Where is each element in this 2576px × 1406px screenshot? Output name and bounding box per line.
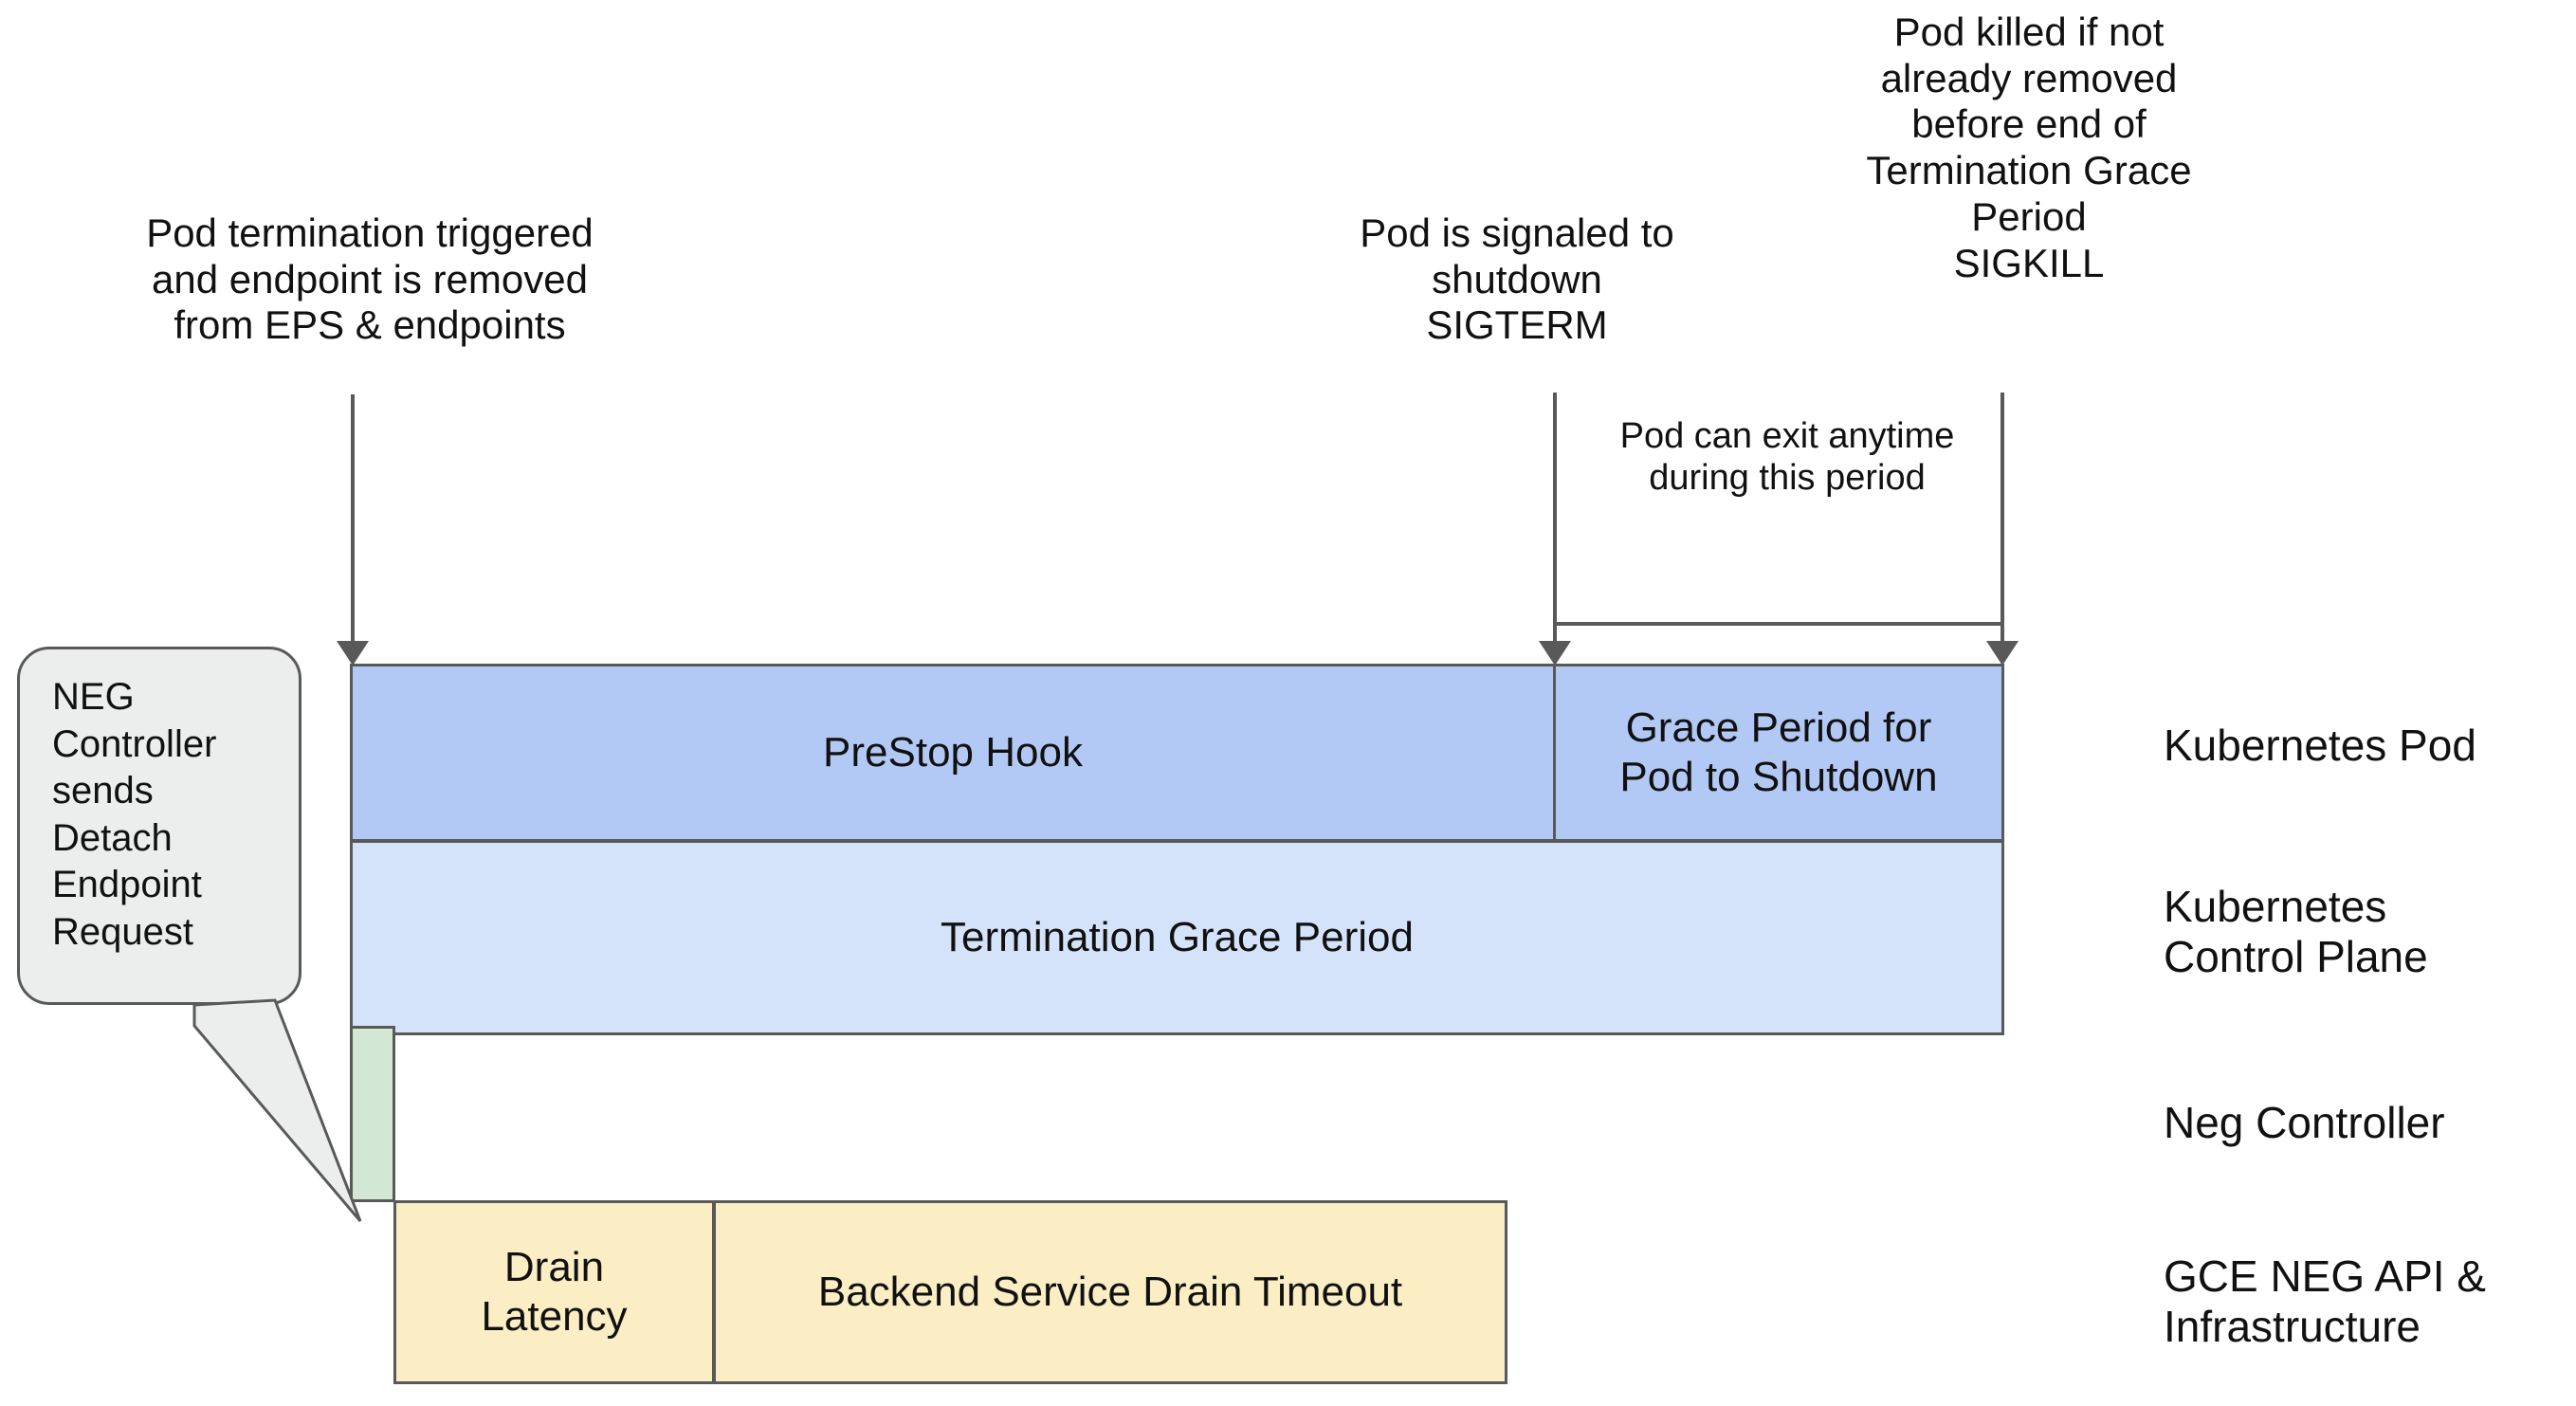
bracket-line-grace-span [1553, 622, 2004, 626]
annotation-pod-can-exit: Pod can exit anytime during this period [1619, 416, 1955, 499]
arrow-line-sigkill [2001, 393, 2004, 641]
arrow-head-sigkill [1986, 641, 2019, 666]
bar-prestop-hook: PreStop Hook [350, 664, 1556, 842]
bar-drain-latency: Drain Latency [393, 1200, 715, 1384]
lane-label-kubernetes-pod: Kubernetes Pod [2164, 721, 2476, 770]
lane-label-gce-neg-api: GCE NEG API & Infrastructure [2164, 1251, 2486, 1352]
callout-neg-controller-detach: NEG Controller sends Detach Endpoint Req… [17, 647, 301, 1005]
lane-label-neg-controller: Neg Controller [2164, 1098, 2445, 1147]
arrow-head-pod-termination [337, 641, 369, 666]
annotation-pod-termination-triggered: Pod termination triggered and endpoint i… [146, 210, 594, 348]
arrow-head-sigterm [1539, 641, 1571, 666]
arrow-line-sigterm [1553, 393, 1557, 641]
annotation-pod-signaled-shutdown: Pod is signaled to shutdown SIGTERM [1360, 210, 1674, 348]
lane-label-kubernetes-control-plane: Kubernetes Control Plane [2164, 882, 2428, 982]
arrow-line-pod-termination [351, 394, 355, 643]
annotation-pod-killed-sigkill: Pod killed if not already removed before… [1866, 9, 2192, 285]
bar-grace-period-for-pod-to-shutdown: Grace Period for Pod to Shutdown [1553, 664, 2004, 842]
bar-neg-detach-endpoint [350, 1026, 395, 1202]
bar-backend-service-drain-timeout: Backend Service Drain Timeout [713, 1200, 1507, 1384]
bar-termination-grace-period: Termination Grace Period [350, 840, 2004, 1035]
